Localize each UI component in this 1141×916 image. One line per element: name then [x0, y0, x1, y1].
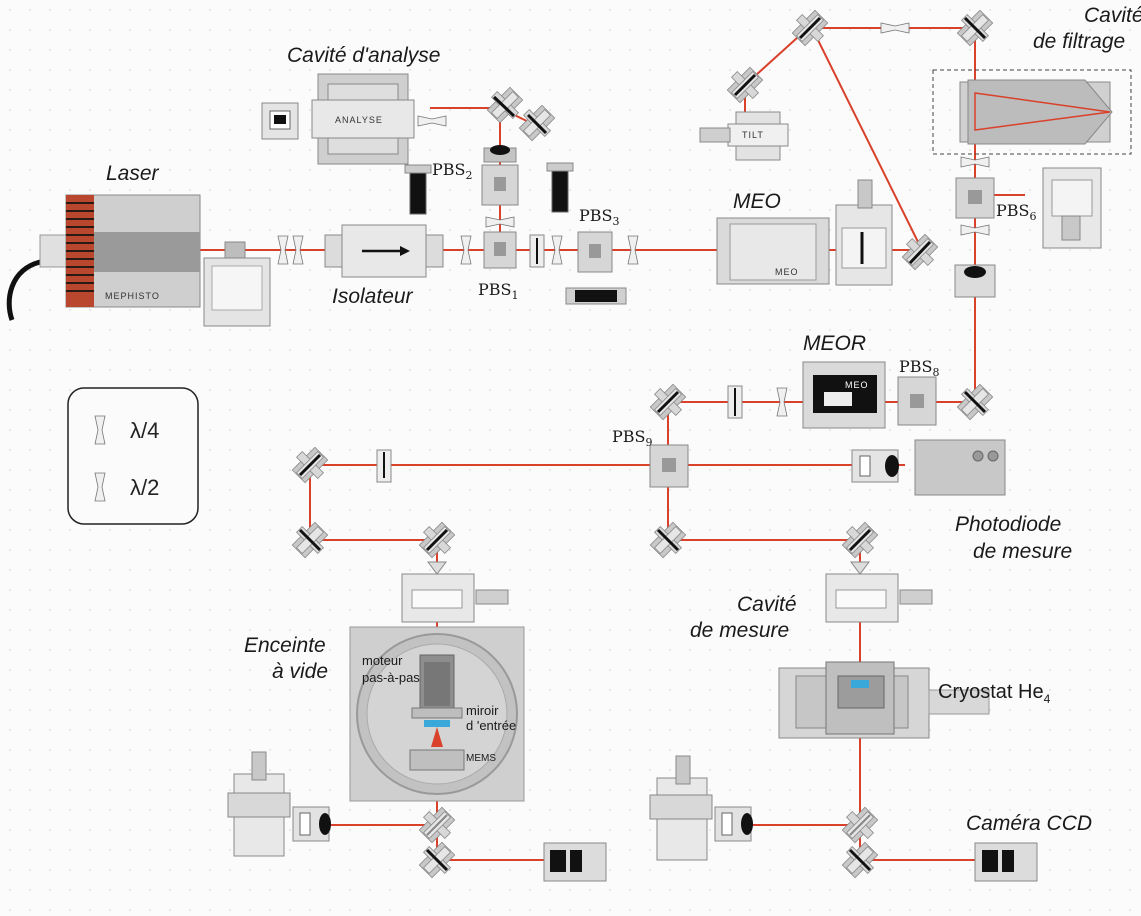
meo-box-text: MEO: [775, 267, 799, 277]
pbs6-cube: [955, 177, 995, 219]
label-cavite-mesure-2: de mesure: [690, 619, 789, 642]
cryostat: [778, 661, 990, 739]
label-pbs3: PBS3: [579, 206, 619, 228]
laser-head: [94, 232, 200, 272]
label-mems: MEMS: [466, 753, 496, 764]
tilt-stage: TILT: [699, 111, 789, 161]
pbs2-assembly: [404, 145, 574, 215]
label-cavite-filtrage-2: de filtrage: [1033, 30, 1125, 53]
analysis-cavity: ANALYSE: [311, 73, 415, 165]
filtering-cavity: [932, 69, 1132, 155]
legend-quarter-wave-label: λ/4: [130, 418, 159, 443]
pbs1-cube: [483, 231, 517, 269]
analysis-photodiode: [261, 102, 299, 140]
pbs3-cube: [577, 231, 613, 273]
tilt-box-text: TILT: [742, 130, 764, 140]
legend: λ/4 λ/2: [67, 387, 199, 525]
waveplate-mount: [376, 449, 392, 483]
pbs6-photodiode-mount: [1042, 167, 1102, 249]
right-photodiode-assembly: [649, 755, 753, 861]
label-pbs9: PBS9: [612, 427, 652, 449]
label-cavite-filtrage-1: Cavité: [1084, 4, 1141, 27]
label-moteur-1: moteur: [362, 653, 403, 668]
measure-translation-mount: [825, 561, 933, 623]
isolator-arrow-icon: [400, 246, 410, 256]
laser-brand-text: MEPHISTO: [105, 291, 160, 301]
photodiode-vertical: [954, 264, 996, 298]
label-meor: MEOR: [803, 332, 866, 355]
label-photodiode-2: de mesure: [973, 540, 1072, 563]
label-cavite-mesure-1: Cavité: [737, 593, 797, 616]
meor-box-text: MEO: [845, 380, 869, 390]
label-meo: MEO: [733, 190, 781, 213]
vacuum-chamber: [349, 626, 525, 802]
waveplate-mount: [727, 385, 743, 419]
label-pbs2: PBS2: [432, 160, 472, 182]
laser-connector: [39, 234, 69, 268]
label-laser: Laser: [106, 162, 160, 185]
label-pbs1: PBS1: [478, 280, 518, 302]
laser-mephisto: MEPHISTO: [6, 194, 201, 321]
label-pbs6: PBS6: [996, 201, 1036, 223]
left-photodiode-assembly: [227, 751, 331, 857]
meor-modulator: MEO: [802, 361, 886, 429]
laser-cable: [6, 259, 41, 321]
label-cryostat: Cryostat He4: [938, 681, 1051, 706]
waveplate-mount: [529, 234, 545, 268]
label-miroir-2: d 'entrée: [466, 718, 516, 733]
label-enceinte-2: à vide: [272, 660, 328, 683]
analyse-box-text: ANALYSE: [335, 115, 383, 125]
legend-half-wave-label: λ/2: [130, 475, 159, 500]
laser-mount: [203, 241, 271, 327]
label-moteur-2: pas-à-pas: [362, 670, 420, 685]
pbs9-cube: [649, 444, 689, 488]
pbs8-cube: [897, 376, 937, 426]
vacuum-translation-mount: [401, 561, 509, 623]
optical-isolator: [324, 224, 444, 278]
label-enceinte-1: Enceinte: [244, 634, 326, 657]
label-pbs8: PBS8: [899, 357, 939, 379]
label-cavite-analyse: Cavité d'analyse: [287, 44, 440, 67]
label-miroir-1: miroir: [466, 703, 499, 718]
pbs3-beam-dump: [565, 287, 627, 305]
ccd-camera: [974, 842, 1038, 882]
label-isolateur: Isolateur: [332, 285, 414, 308]
label-camera-ccd: Caméra CCD: [966, 812, 1092, 835]
translation-mount: [835, 179, 893, 286]
meo-modulator: MEO: [716, 217, 830, 285]
label-photodiode-1: Photodiode: [955, 513, 1061, 536]
photodiode-measure-assembly: [851, 439, 1006, 496]
left-camera: [543, 842, 607, 882]
